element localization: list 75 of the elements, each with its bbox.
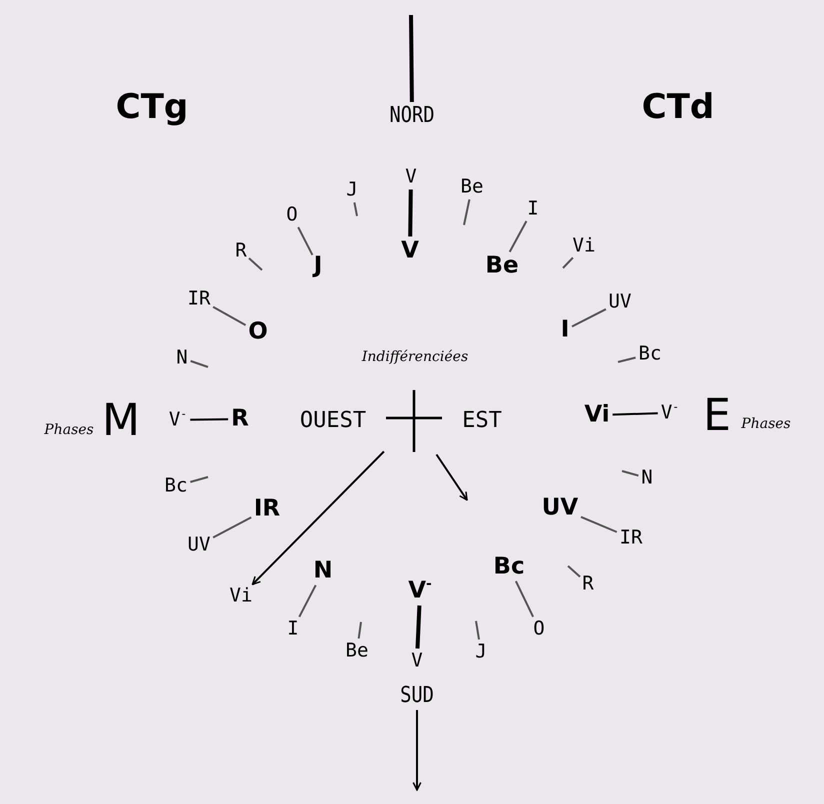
outer-code: Vi: [572, 236, 596, 256]
outer-code: O: [286, 206, 298, 224]
outer-code: R: [582, 574, 594, 594]
outer-code: O: [533, 620, 545, 638]
outer-code: Be: [346, 642, 368, 660]
outer-code: N: [641, 468, 653, 488]
tick-line: [562, 257, 574, 269]
compass-label: OUEST: [300, 410, 366, 432]
tick-line: [567, 565, 581, 578]
phase-code: Be: [485, 254, 519, 278]
outer-code: V: [405, 168, 417, 186]
cross-mark: [386, 390, 442, 452]
phase-code: I: [560, 318, 570, 342]
phase-code: R: [231, 408, 249, 430]
heading: CTg: [116, 90, 188, 124]
phase-code: IR: [254, 498, 280, 520]
tick-line: [475, 620, 480, 640]
phase-code: Bc: [493, 556, 525, 578]
connector-line: [580, 516, 618, 533]
phases-label: Phases: [741, 417, 791, 431]
tick-line: [190, 360, 208, 368]
tick-line: [358, 622, 362, 639]
outer-code: IR: [188, 290, 210, 308]
phases-label: Phases: [44, 423, 94, 437]
outer-code: V$^{-}$: [168, 410, 188, 430]
outer-code: I: [527, 200, 539, 218]
side-letter: M: [102, 399, 140, 443]
compass-label: EST: [462, 410, 502, 432]
phase-code: V$^{-}$: [408, 580, 432, 602]
outer-code: V: [411, 652, 423, 670]
connector-line: [612, 412, 658, 416]
connector-line: [572, 308, 606, 328]
outer-code: J: [475, 642, 487, 662]
tick-line: [248, 257, 263, 271]
connector-line: [408, 189, 413, 237]
connector-line: [298, 584, 317, 618]
outer-code: J: [346, 180, 358, 200]
arrow: [436, 454, 468, 501]
compass-label: SUD: [400, 685, 434, 707]
center-label: Indifférenciées: [362, 350, 468, 364]
compass-label: NORD: [389, 105, 435, 127]
arrow: [412, 710, 422, 791]
connector-line: [515, 580, 534, 618]
phase-code: N: [313, 560, 333, 582]
outer-code: R: [235, 242, 247, 260]
phase-code: UV: [542, 496, 578, 520]
connector-line: [416, 605, 422, 649]
outer-code: Bc: [164, 476, 188, 496]
phase-code: J: [314, 254, 322, 278]
tick-line: [622, 470, 639, 477]
outer-code: IR: [620, 528, 642, 548]
outer-code: UV: [608, 292, 632, 312]
tick-line: [409, 14, 414, 102]
arrow: [252, 450, 385, 586]
heading: CTd: [642, 90, 714, 124]
connector-line: [212, 306, 246, 326]
outer-code: I: [287, 620, 299, 638]
phase-code: O: [248, 320, 268, 344]
tick-line: [353, 202, 358, 216]
outer-code: Be: [460, 178, 484, 196]
tick-line: [190, 476, 208, 483]
connector-line: [212, 516, 252, 538]
outer-code: N: [176, 348, 188, 368]
side-letter: E: [703, 394, 731, 438]
tick-line: [463, 199, 470, 226]
connector-line: [297, 226, 314, 256]
phase-code: Vi: [584, 404, 610, 426]
connector-line: [190, 418, 228, 421]
outer-code: V$^{-}$: [660, 404, 680, 422]
phase-code: V: [401, 240, 419, 262]
tick-line: [618, 356, 636, 363]
outer-code: Bc: [638, 344, 662, 364]
outer-code: Vi: [230, 586, 252, 606]
connector-line: [508, 220, 528, 252]
outer-code: UV: [188, 536, 210, 554]
